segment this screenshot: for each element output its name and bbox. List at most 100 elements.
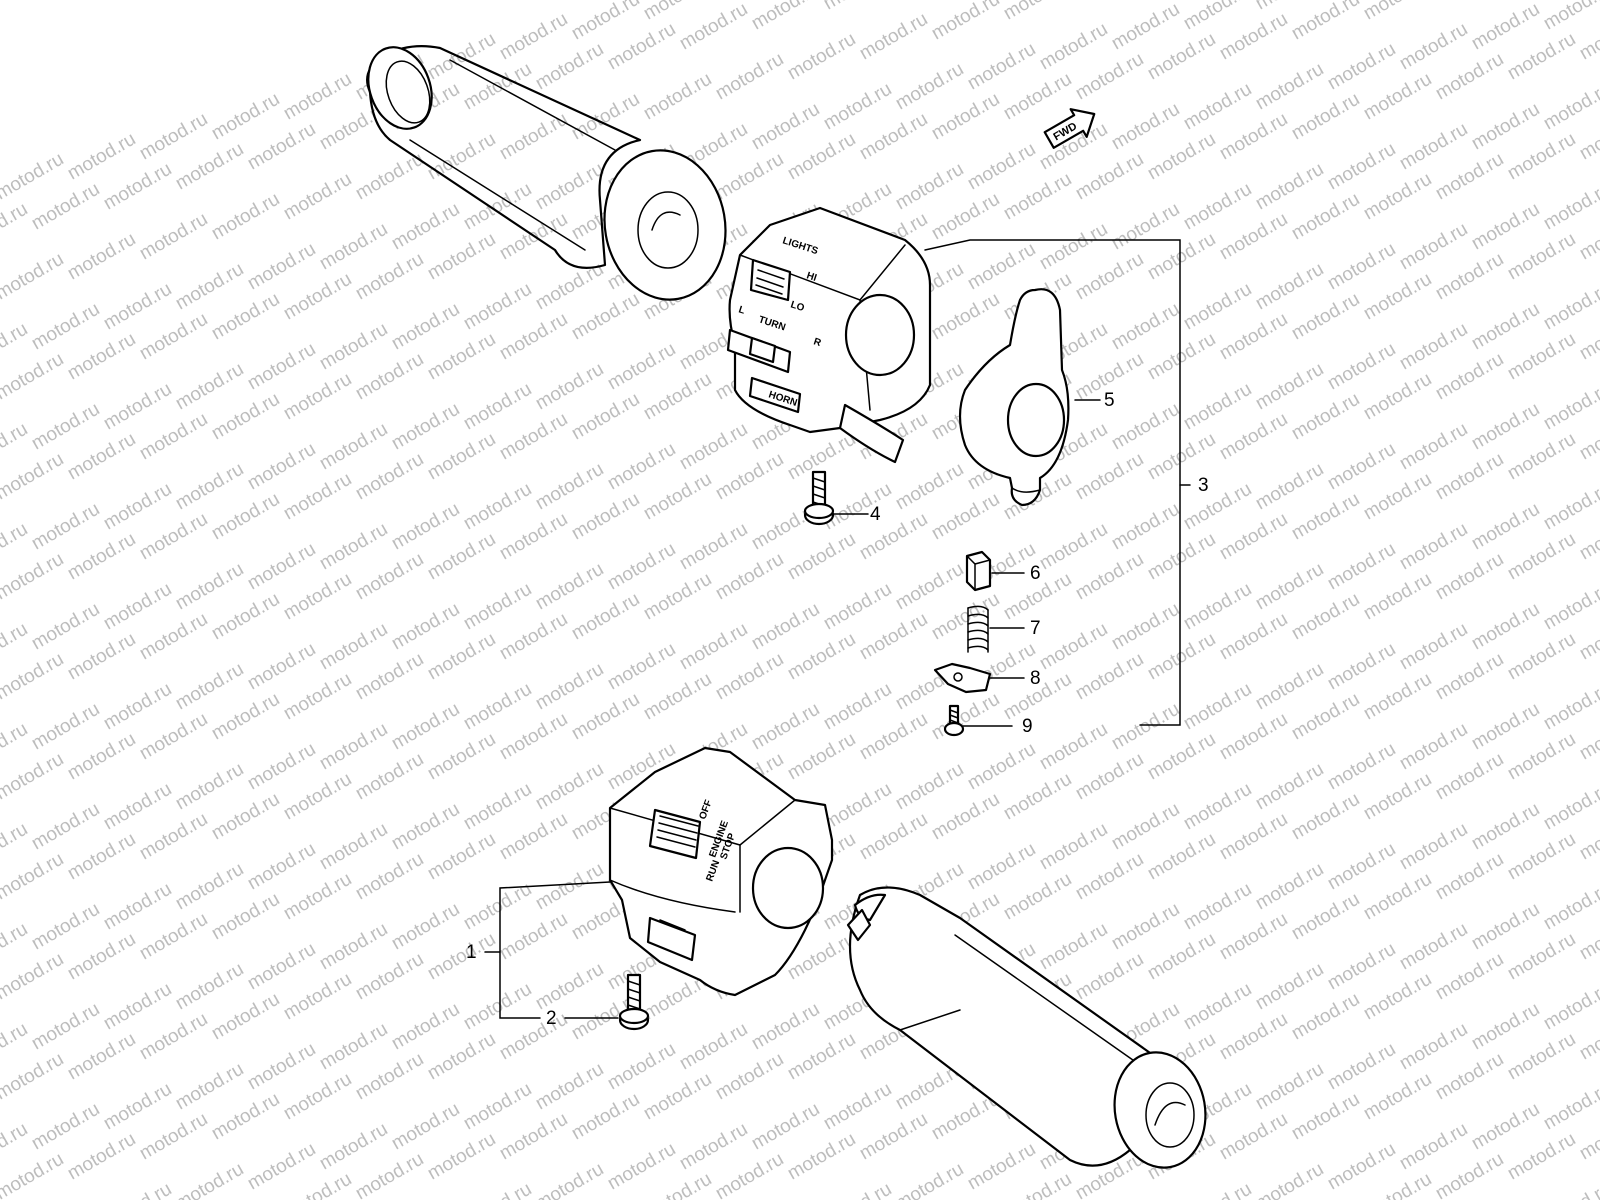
watermark-text: motod.ru: [172, 359, 247, 415]
watermark-text: motod.ru: [352, 649, 427, 705]
watermark-text: motod.ru: [676, 419, 751, 475]
watermark-text: motod.ru: [676, 1119, 751, 1175]
watermark-text: motod.ru: [1216, 809, 1291, 865]
watermark-text: motod.ru: [136, 109, 211, 165]
watermark-text: motod.ru: [1504, 329, 1579, 385]
watermark-text: motod.ru: [280, 369, 355, 425]
watermark-text: motod.ru: [1324, 239, 1399, 295]
watermark-text: motod.ru: [1180, 79, 1255, 135]
watermark-text: motod.ru: [0, 649, 67, 705]
watermark-text: motod.ru: [928, 689, 1003, 745]
watermark-text: motod.ru: [1252, 259, 1327, 315]
callout-2: 2: [546, 1008, 557, 1029]
watermark-text: motod.ru: [1540, 379, 1600, 435]
watermark-text: motod.ru: [388, 799, 463, 855]
watermark-text: motod.ru: [1072, 0, 1147, 4]
watermark-text: motod.ru: [712, 1149, 787, 1200]
right-throttle-grip: [846, 886, 1207, 1169]
watermark-text: motod.ru: [208, 289, 283, 345]
watermark-text: motod.ru: [208, 489, 283, 545]
watermark-text: motod.ru: [1108, 499, 1183, 555]
watermark-text: motod.ru: [0, 249, 67, 305]
watermark-text: motod.ru: [532, 159, 607, 215]
watermark-text: motod.ru: [1180, 179, 1255, 235]
screw-item-2: [618, 973, 650, 1031]
watermark-text: motod.ru: [1396, 319, 1471, 375]
watermark-text: motod.ru: [1144, 929, 1219, 985]
watermark-text: motod.ru: [0, 1049, 67, 1105]
watermark-text: motod.ru: [100, 979, 175, 1035]
watermark-text: motod.ru: [1072, 149, 1147, 205]
watermark-text: motod.ru: [208, 889, 283, 945]
watermark-text: motod.ru: [388, 699, 463, 755]
watermark-text: motod.ru: [892, 59, 967, 115]
watermark-text: motod.ru: [1252, 659, 1327, 715]
watermark-text: motod.ru: [1216, 209, 1291, 265]
watermark-text: motod.ru: [64, 929, 139, 985]
watermark-text: motod.ru: [28, 699, 103, 755]
watermark-text: motod.ru: [856, 709, 931, 765]
watermark-text: motod.ru: [496, 409, 571, 465]
watermark-text: motod.ru: [460, 1079, 535, 1135]
watermark-text: motod.ru: [280, 869, 355, 925]
watermark-text: motod.ru: [1180, 479, 1255, 535]
watermark-text: motod.ru: [1540, 679, 1600, 735]
watermark-text: motod.ru: [316, 219, 391, 275]
watermark-text: motod.ru: [1180, 879, 1255, 935]
watermark-text: motod.ru: [1324, 539, 1399, 595]
watermark-text: motod.ru: [1504, 129, 1579, 185]
watermark-text: motod.ru: [1180, 1179, 1255, 1200]
watermark-text: motod.ru: [316, 419, 391, 475]
watermark-text: motod.ru: [388, 299, 463, 355]
watermark-text: motod.ru: [1288, 189, 1363, 245]
watermark-text: motod.ru: [280, 669, 355, 725]
watermark-text: motod.ru: [1072, 649, 1147, 705]
watermark-text: motod.ru: [208, 1089, 283, 1145]
watermark-text: motod.ru: [1324, 639, 1399, 695]
watermark-text: motod.ru: [1360, 569, 1435, 625]
watermark-text: motod.ru: [424, 29, 499, 85]
watermark-text: motod.ru: [1288, 489, 1363, 545]
watermark-text: motod.ru: [28, 299, 103, 355]
watermark-text: motod.ru: [388, 999, 463, 1055]
watermark-text: motod.ru: [532, 1159, 607, 1200]
watermark-text: motod.ru: [1180, 679, 1255, 735]
watermark-text: motod.ru: [532, 859, 607, 915]
watermark-text: motod.ru: [1396, 19, 1471, 75]
watermark-text: motod.ru: [244, 1039, 319, 1095]
watermark-text: motod.ru: [1252, 559, 1327, 615]
watermark-text: motod.ru: [172, 1159, 247, 1200]
watermark-text: motod.ru: [1216, 909, 1291, 965]
watermark-text: motod.ru: [388, 199, 463, 255]
watermark-text: motod.ru: [1468, 899, 1543, 955]
watermark-text: motod.ru: [1360, 969, 1435, 1025]
watermark-text: motod.ru: [424, 1029, 499, 1085]
watermark-text: motod.ru: [244, 839, 319, 895]
watermark-text: motod.ru: [28, 499, 103, 555]
watermark-text: motod.ru: [1324, 139, 1399, 195]
watermark-text: motod.ru: [496, 1109, 571, 1165]
watermark-text: motod.ru: [748, 999, 823, 1055]
watermark-text: motod.ru: [352, 349, 427, 405]
watermark-text: motod.ru: [640, 1069, 715, 1125]
watermark-text: motod.ru: [1000, 869, 1075, 925]
watermark-text: motod.ru: [1540, 1179, 1600, 1200]
watermark-text: motod.ru: [1504, 29, 1579, 85]
turn-l-label: L: [737, 304, 746, 316]
watermark-text: motod.ru: [568, 289, 643, 345]
watermark-text: motod.ru: [1036, 619, 1111, 675]
watermark-text: motod.ru: [1324, 1139, 1399, 1195]
watermark-text: motod.ru: [1180, 979, 1255, 1035]
watermark-text: motod.ru: [208, 689, 283, 745]
watermark-text: motod.ru: [1468, 499, 1543, 555]
watermark-text: motod.ru: [1144, 229, 1219, 285]
watermark-text: motod.ru: [1072, 849, 1147, 905]
watermark-text: motod.ru: [784, 529, 859, 585]
watermark-text: motod.ru: [1468, 699, 1543, 755]
watermark-text: motod.ru: [1468, 599, 1543, 655]
watermark-text: motod.ru: [1144, 829, 1219, 885]
watermark-text: motod.ru: [100, 1179, 175, 1200]
watermark-text: motod.ru: [316, 619, 391, 675]
watermark-text: motod.ru: [172, 1059, 247, 1115]
watermark-text: motod.ru: [208, 989, 283, 1045]
